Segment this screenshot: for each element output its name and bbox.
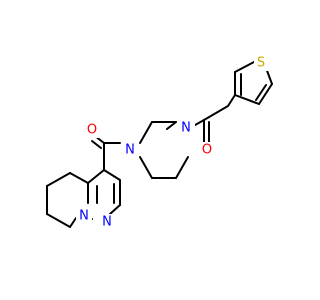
bond — [139, 121, 153, 144]
atom-label: N — [102, 215, 112, 230]
atoms: O N N O N N S — [76, 55, 268, 230]
molecule-structure: O N N O N N S — [46, 55, 273, 230]
nitrogen-atom-bridgehead: N — [76, 208, 92, 224]
bond — [139, 156, 153, 179]
bond — [103, 169, 121, 181]
atom-label: N — [181, 121, 191, 136]
oxygen-atom-amide: O — [85, 122, 99, 138]
bond — [46, 172, 71, 187]
bond — [87, 169, 105, 184]
bond — [234, 61, 255, 73]
atom-label: O — [202, 143, 212, 158]
bond — [203, 105, 229, 121]
atom-label: S — [257, 56, 265, 71]
bond — [175, 156, 189, 179]
bond — [109, 204, 121, 215]
bond — [46, 213, 71, 228]
bond — [234, 94, 260, 105]
bond — [91, 140, 102, 149]
nitrogen-atom-piperazine-right: N — [179, 120, 195, 136]
bond — [258, 83, 273, 105]
bond — [227, 94, 236, 107]
bond — [69, 217, 77, 228]
bond — [255, 84, 267, 101]
sulfur-atom-thiophene: S — [254, 55, 268, 71]
nitrogen-atom-pyrazole: N — [99, 214, 115, 230]
oxygen-atom-ketone: O — [200, 142, 214, 158]
atom-label: N — [125, 143, 135, 158]
atom-label: N — [79, 209, 89, 224]
bond — [69, 172, 89, 184]
atom-label: O — [87, 123, 97, 138]
bonds — [46, 61, 273, 228]
bond — [166, 121, 177, 130]
nitrogen-atom-piperazine-left: N — [123, 142, 139, 158]
